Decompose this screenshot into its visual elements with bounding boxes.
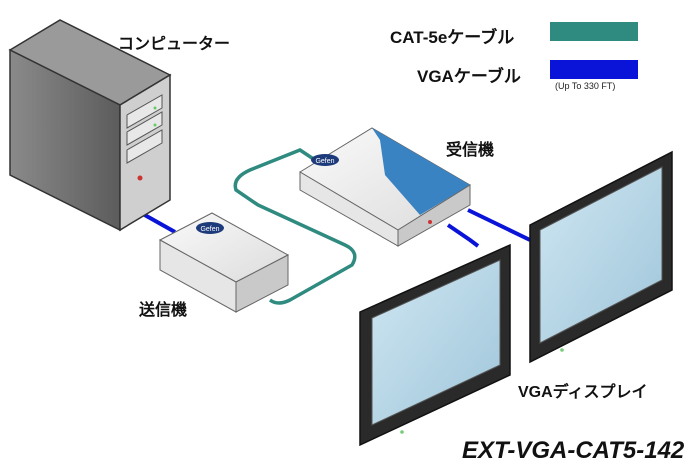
display-right-graphic [529,150,673,364]
transmitter-logo: Gefen [200,226,219,233]
cat5e-legend-label: CAT-5eケーブル [390,28,515,47]
vga-legend-swatch [550,60,638,79]
receiver-logo: Gefen [315,158,334,165]
cat5e-cable [233,148,357,305]
cat5e-legend-swatch [550,22,638,41]
display-label: VGAディスプレイ [518,384,648,401]
computer-tower-graphic [8,19,172,232]
receiver-graphic: Gefen [299,127,471,247]
transmitter-label: 送信機 [139,302,188,319]
vga-legend-label: VGAケーブル [417,67,521,86]
computer-label: コンピューター [118,36,231,53]
receiver-label: 受信機 [446,142,495,159]
model-number: EXT-VGA-CAT5-142 [462,437,685,464]
transmitter-graphic: Gefen [158,212,290,313]
vga-length-note: (Up To 330 FT) [555,81,616,91]
display-left-graphic [359,243,511,447]
